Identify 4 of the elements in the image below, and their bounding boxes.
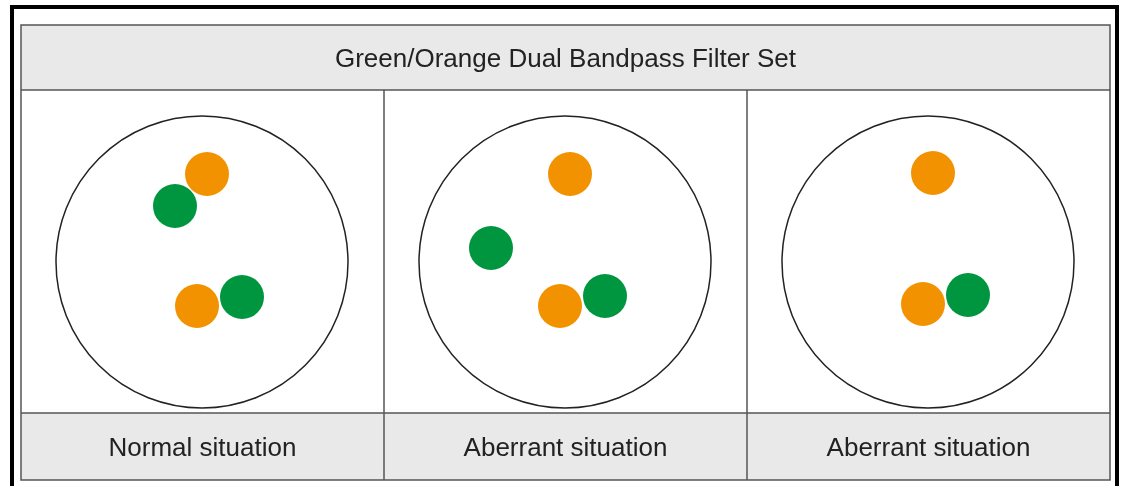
situation-caption: Aberrant situation [826, 431, 1031, 462]
table-title: Green/Orange Dual Bandpass Filter Set [335, 42, 796, 73]
situation-caption: Normal situation [108, 431, 297, 462]
situation-caption: Aberrant situation [463, 431, 668, 462]
